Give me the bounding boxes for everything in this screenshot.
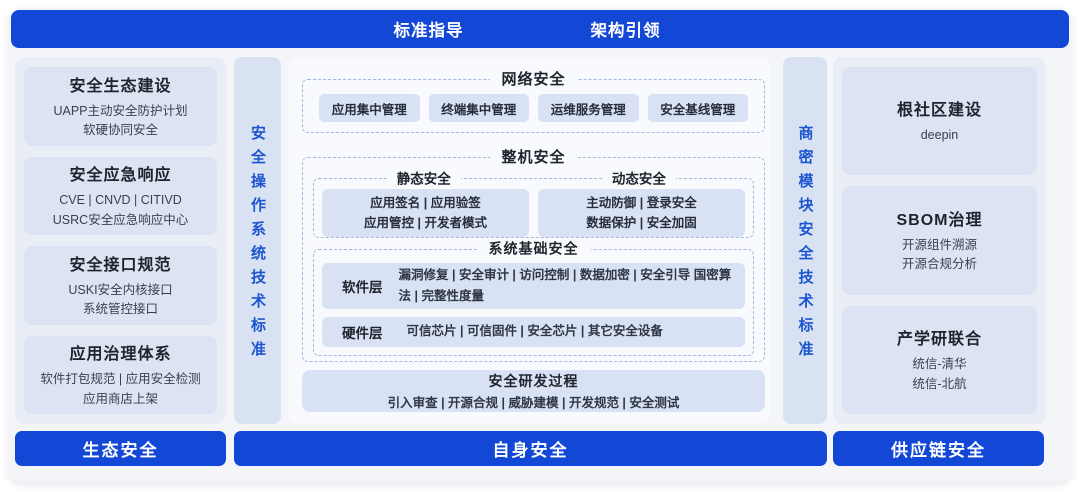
rnd-process-title: 安全研发过程 bbox=[488, 373, 579, 389]
self-security-panel: 网络安全 应用集中管理 终端集中管理 运维服务管理 安全基线管理 整机安全 静态… bbox=[288, 57, 770, 424]
card-eco-build: 安全生态建设 UAPP主动安全防护计划 软硬协同安全 bbox=[24, 67, 217, 146]
network-security-chips: 应用集中管理 终端集中管理 运维服务管理 安全基线管理 bbox=[319, 94, 748, 122]
card-root-community-title: 根社区建设 bbox=[896, 102, 982, 120]
system-base-rows: 软件层 漏洞修复 | 安全审计 | 访问控制 | 数据加密 | 安全引导 国密算… bbox=[314, 250, 753, 347]
software-layer-label: 软件层 bbox=[342, 280, 383, 295]
card-emergency-response-title: 安全应急响应 bbox=[69, 167, 172, 185]
card-eco-build-title: 安全生态建设 bbox=[69, 77, 172, 95]
card-industry-academia-title: 产学研联合 bbox=[896, 331, 982, 349]
card-interface-spec: 安全接口规范 USKI安全内核接口 系统管控接口 bbox=[24, 246, 217, 325]
top-banner-label-architecture: 架构引领 bbox=[590, 22, 661, 40]
card-app-governance: 应用治理体系 软件打包规范 | 应用安全检测 应用商店上架 bbox=[24, 335, 217, 414]
machine-security-section: 整机安全 静态安全 动态安全 应用签名 | 应用验签 应用管控 | 开发者模式 … bbox=[302, 145, 765, 362]
card-app-governance-title: 应用治理体系 bbox=[69, 346, 172, 364]
supply-chain-security-bar: 供应链安全 bbox=[833, 431, 1044, 466]
card-sbom-governance: SBOM治理 开源组件溯源 开源合规分析 bbox=[842, 186, 1037, 295]
card-industry-academia-line-2: 统信-北航 bbox=[912, 376, 967, 391]
card-interface-spec-line-2: 系统管控接口 bbox=[82, 302, 158, 317]
dynamic-security-label: 动态安全 bbox=[601, 167, 676, 188]
card-root-community: 根社区建设 deepin bbox=[842, 67, 1037, 176]
ecosystem-security-bar: 生态安全 bbox=[15, 431, 226, 466]
os-standard-strip-label: 安全操作系统技术标准 bbox=[249, 125, 266, 365]
crypto-standard-strip-label: 商密模块安全技术标准 bbox=[796, 125, 814, 365]
self-security-bar: 自身安全 bbox=[234, 431, 827, 466]
supply-chain-panel: 根社区建设 deepin SBOM治理 开源组件溯源 开源合规分析 产学研联合 … bbox=[833, 57, 1046, 424]
card-eco-build-line-1: UAPP主动安全防护计划 bbox=[53, 103, 188, 118]
static-dynamic-chips: 应用签名 | 应用验签 应用管控 | 开发者模式 主动防御 | 登录安全 数据保… bbox=[322, 189, 745, 237]
hardware-layer-items: 可信芯片 | 可信固件 | 安全芯片 | 其它安全设备 bbox=[406, 324, 663, 339]
top-banner-label-standards: 标准指导 bbox=[393, 22, 464, 40]
system-base-section: 系统基础安全 软件层 漏洞修复 | 安全审计 | 访问控制 | 数据加密 | 安… bbox=[313, 238, 754, 356]
os-standard-strip: 安全操作系统技术标准 bbox=[234, 57, 281, 424]
network-security-title: 网络安全 bbox=[489, 67, 578, 89]
card-eco-build-line-2: 软硬协同安全 bbox=[82, 123, 158, 138]
rnd-process-items: 引入审查 | 开源合规 | 威胁建模 | 开发规范 | 安全测试 bbox=[387, 396, 680, 410]
top-banner: 标准指导 架构引领 bbox=[11, 10, 1069, 48]
card-interface-spec-title: 安全接口规范 bbox=[69, 256, 172, 274]
chip-security-baseline-mgmt: 安全基线管理 bbox=[647, 94, 748, 122]
card-emergency-response: 安全应急响应 CVE | CNVD | CITIVD USRC安全应急响应中心 bbox=[24, 156, 217, 235]
card-interface-spec-line-1: USKI安全内核接口 bbox=[68, 282, 173, 297]
card-emergency-response-line-1: CVE | CNVD | CITIVD bbox=[59, 193, 182, 208]
hardware-layer-row: 硬件层 可信芯片 | 可信固件 | 安全芯片 | 其它安全设备 bbox=[322, 317, 745, 347]
rnd-process-box: 安全研发过程 引入审查 | 开源合规 | 威胁建模 | 开发规范 | 安全测试 bbox=[302, 370, 765, 412]
card-app-governance-line-1: 软件打包规范 | 应用安全检测 bbox=[40, 372, 201, 387]
card-emergency-response-line-2: USRC安全应急响应中心 bbox=[52, 212, 189, 227]
network-security-section: 网络安全 应用集中管理 终端集中管理 运维服务管理 安全基线管理 bbox=[302, 67, 765, 133]
card-industry-academia-line-1: 统信-清华 bbox=[912, 357, 967, 372]
software-layer-row: 软件层 漏洞修复 | 安全审计 | 访问控制 | 数据加密 | 安全引导 国密算… bbox=[322, 263, 745, 309]
machine-security-title: 整机安全 bbox=[489, 145, 578, 167]
card-industry-academia: 产学研联合 统信-清华 统信-北航 bbox=[842, 305, 1037, 414]
static-dynamic-section: 静态安全 动态安全 应用签名 | 应用验签 应用管控 | 开发者模式 主动防御 … bbox=[313, 167, 754, 238]
static-security-items: 应用签名 | 应用验签 应用管控 | 开发者模式 bbox=[322, 189, 529, 237]
hardware-layer-label: 硬件层 bbox=[342, 326, 383, 341]
system-base-title: 系统基础安全 bbox=[476, 238, 591, 259]
dynamic-security-line-1: 主动防御 | 登录安全 bbox=[586, 196, 697, 210]
dynamic-security-line-2: 数据保护 | 安全加固 bbox=[586, 216, 697, 230]
ecosystem-panel: 安全生态建设 UAPP主动安全防护计划 软硬协同安全 安全应急响应 CVE | … bbox=[15, 57, 226, 424]
card-sbom-governance-line-2: 开源合规分析 bbox=[901, 257, 977, 272]
card-sbom-governance-title: SBOM治理 bbox=[896, 212, 983, 230]
static-security-line-2: 应用管控 | 开发者模式 bbox=[364, 216, 487, 230]
chip-app-central-mgmt: 应用集中管理 bbox=[319, 94, 420, 122]
crypto-standard-strip: 商密模块安全技术标准 bbox=[783, 57, 827, 424]
card-app-governance-line-2: 应用商店上架 bbox=[82, 391, 158, 406]
chip-terminal-central-mgmt: 终端集中管理 bbox=[428, 94, 529, 122]
chip-ops-service-mgmt: 运维服务管理 bbox=[538, 94, 639, 122]
software-layer-items: 漏洞修复 | 安全审计 | 访问控制 | 数据加密 | 安全引导 国密算法 | … bbox=[398, 267, 732, 303]
dynamic-security-items: 主动防御 | 登录安全 数据保护 | 安全加固 bbox=[538, 189, 745, 237]
static-security-line-1: 应用签名 | 应用验签 bbox=[370, 196, 481, 210]
static-security-label: 静态安全 bbox=[386, 167, 461, 188]
card-root-community-line-1: deepin bbox=[920, 128, 959, 143]
card-sbom-governance-line-1: 开源组件溯源 bbox=[901, 238, 977, 253]
